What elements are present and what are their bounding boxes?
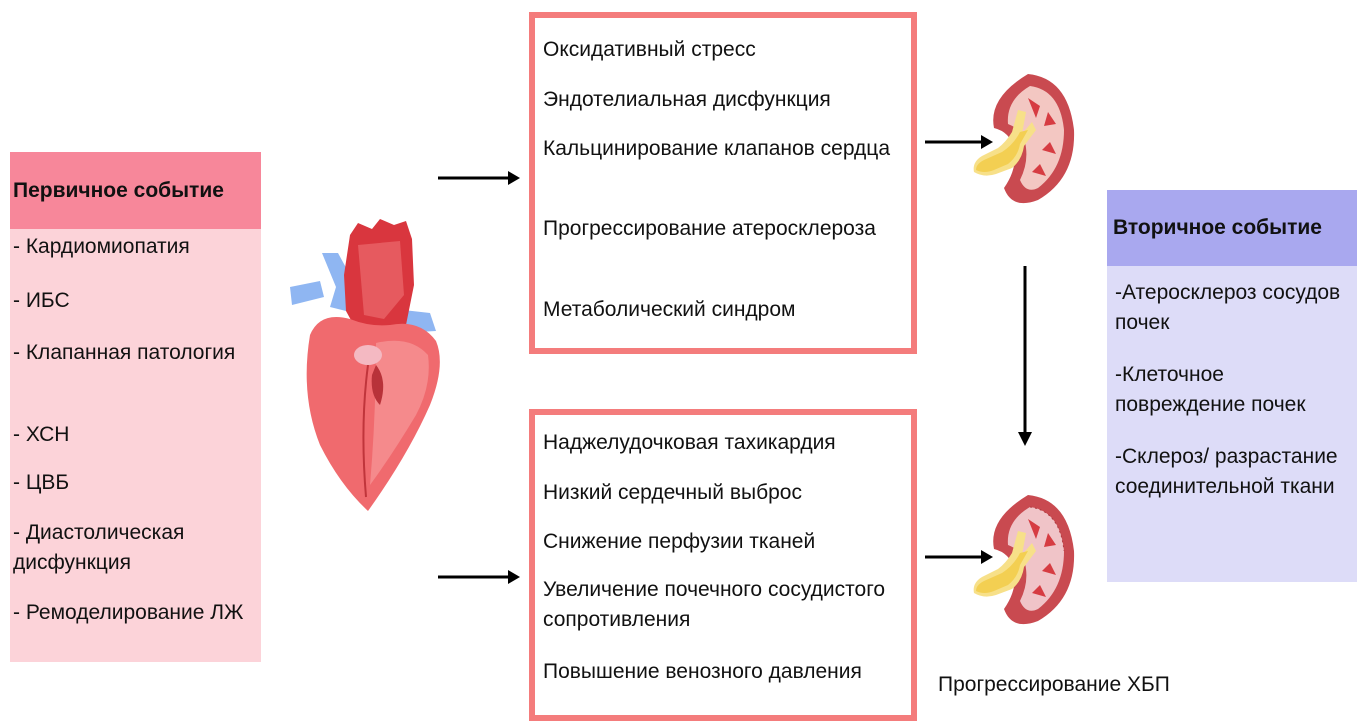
primary-event-box: Первичное событие - Кардиомиопатия - ИБС… [10, 152, 261, 662]
secondary-item-renal-atherosclerosis: -Атеросклероз сосудов почек [1115, 278, 1350, 338]
mechanism-oxidative-stress: Оксидативный стресс [543, 35, 913, 65]
primary-item-cardiomyopathy: - Кардиомиопатия [13, 232, 258, 262]
pulmonary-vein-left [290, 281, 324, 305]
arrow-right-icon [438, 567, 522, 587]
valve-shape [354, 345, 382, 365]
primary-item-chf: - ХСН [13, 420, 258, 450]
secondary-item-sclerosis: -Склероз/ разрастание соединительной тка… [1115, 442, 1350, 502]
secondary-event-box: Вторичное событие -Атеросклероз сосудов … [1107, 190, 1357, 582]
primary-item-remodeling: - Ремоделирование ЛЖ [13, 598, 258, 628]
heart-icon [280, 215, 460, 515]
mechanism-atherosclerosis-progression: Прогрессирование атеросклероза [543, 214, 913, 244]
arrow-right-icon [438, 168, 522, 188]
secondary-event-title: Вторичное событие [1113, 216, 1322, 240]
kidney-icon [968, 68, 1078, 208]
primary-item-ihd: - ИБС [13, 286, 258, 316]
mechanism-endothelial-dysfunction: Эндотелиальная дисфункция [543, 85, 913, 115]
primary-item-cvd: - ЦВБ [13, 468, 258, 498]
mechanism-svt: Наджелудочковая тахикардия [543, 428, 913, 458]
mechanisms-bottom-box: Наджелудочковая тахикардия Низкий сердеч… [529, 409, 917, 721]
mechanism-valve-calcification: Кальцинирование клапанов сердца [543, 134, 913, 164]
mechanism-metabolic-syndrome: Метаболический синдром [543, 295, 913, 325]
primary-event-title: Первичное событие [13, 179, 224, 203]
ckd-progression-label: Прогрессирование ХБП [938, 673, 1170, 697]
primary-item-diastolic: - Диастолическая дисфункция [13, 518, 258, 578]
arrow-down-icon [1015, 266, 1035, 448]
mechanism-renal-vascular-resistance: Увеличение почечного сосудистого сопроти… [543, 575, 913, 635]
mechanism-venous-pressure: Повышение венозного давления [543, 657, 913, 687]
primary-item-valvular: - Клапанная патология [13, 338, 258, 368]
kidney-icon [968, 488, 1078, 630]
mechanisms-top-box: Оксидативный стресс Эндотелиальная дисфу… [529, 12, 917, 354]
primary-event-header: Первичное событие [10, 152, 261, 229]
mechanism-low-cardiac-output: Низкий сердечный выброс [543, 478, 913, 508]
secondary-item-cell-damage: -Клеточное повреждение почек [1115, 360, 1350, 420]
secondary-event-header: Вторичное событие [1107, 190, 1357, 266]
mechanism-reduced-perfusion: Снижение перфузии тканей [543, 527, 913, 557]
